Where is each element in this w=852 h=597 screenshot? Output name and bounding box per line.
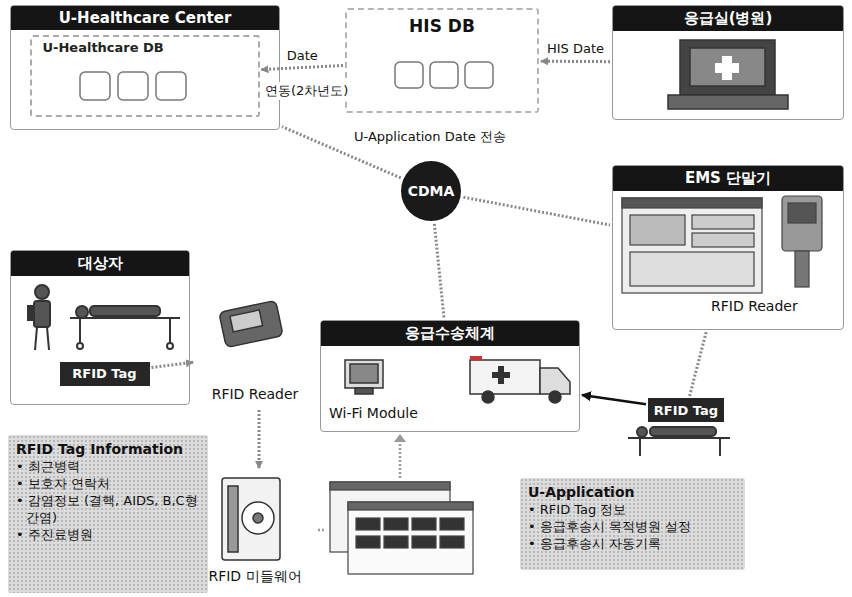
- tag-box: RFID Tag: [60, 362, 150, 386]
- node-text: RFID 미들웨어: [195, 568, 315, 586]
- header-label: 응급수송체계: [321, 321, 579, 346]
- node-text: HIS DB: [347, 16, 537, 36]
- node-text: U-Healthcare DB: [40, 40, 167, 55]
- system-panel: 대상자 RFID Tag: [10, 250, 190, 405]
- data-link: [262, 65, 344, 69]
- edge-label: HIS Date: [545, 41, 606, 56]
- data-link: [434, 224, 444, 318]
- data-link: [541, 60, 610, 63]
- annotation-label: 연동(2차년도): [263, 82, 350, 100]
- node-text: RFID Reader: [195, 386, 315, 402]
- tag-box: RFID Tag: [648, 398, 724, 422]
- info-heading: RFID Tag Information: [16, 441, 200, 457]
- system-panel: EMS 단말기 RFID Reader: [612, 165, 844, 330]
- device-node: RFID 미들웨어: [195, 470, 323, 590]
- node-text: RFID Tag: [72, 366, 136, 381]
- node-text: RFID Reader: [711, 298, 798, 314]
- info-item: • 보호자 연락처: [16, 476, 200, 493]
- data-link: [690, 332, 707, 396]
- annotation-label: U-Application Date 전송: [352, 128, 508, 146]
- edge-label: Date: [285, 47, 320, 62]
- header-label: EMS 단말기: [613, 166, 843, 191]
- info-item: • 주진료병원: [16, 527, 200, 544]
- flow-arrow: [582, 395, 646, 404]
- node-text: RFID Tag: [654, 403, 718, 418]
- info-item: • 감염정보 (결핵, AIDS, B,C형 간염): [16, 493, 200, 527]
- info-item: • RFID Tag 정보: [528, 502, 737, 519]
- data-link: [258, 410, 261, 468]
- network-circle: CDMA: [400, 160, 462, 222]
- database-box: HIS DB: [345, 8, 539, 113]
- info-item: • 응급후송시 자동기록: [528, 536, 737, 553]
- info-box: U-Application • RFID Tag 정보• 응급후송시 목적병원 설…: [520, 478, 745, 570]
- header-label: 응급실(병원): [613, 6, 843, 31]
- data-link: [463, 197, 610, 225]
- system-panel: U-Healthcare CenterU-Healthcare DB: [10, 5, 280, 130]
- info-heading: U-Application: [528, 484, 737, 500]
- info-item: • 최근병력: [16, 459, 200, 476]
- node-text: CDMA: [408, 183, 455, 199]
- info-box: RFID Tag Information • 최근병력• 보호자 연락처• 감염정…: [8, 435, 208, 593]
- database-box: U-Healthcare DB: [30, 35, 260, 117]
- system-panel: 응급실(병원): [612, 5, 844, 120]
- node-text: Wi-Fi Module: [329, 405, 418, 421]
- system-panel: 응급수송체계 Wi-Fi Module: [320, 320, 580, 432]
- device-node: RFID Reader: [195, 300, 323, 408]
- info-item: • 응급후송시 목적병원 설정: [528, 519, 737, 536]
- data-link: [152, 362, 194, 367]
- header-label: 대상자: [11, 251, 189, 276]
- header-label: U-Healthcare Center: [11, 6, 279, 30]
